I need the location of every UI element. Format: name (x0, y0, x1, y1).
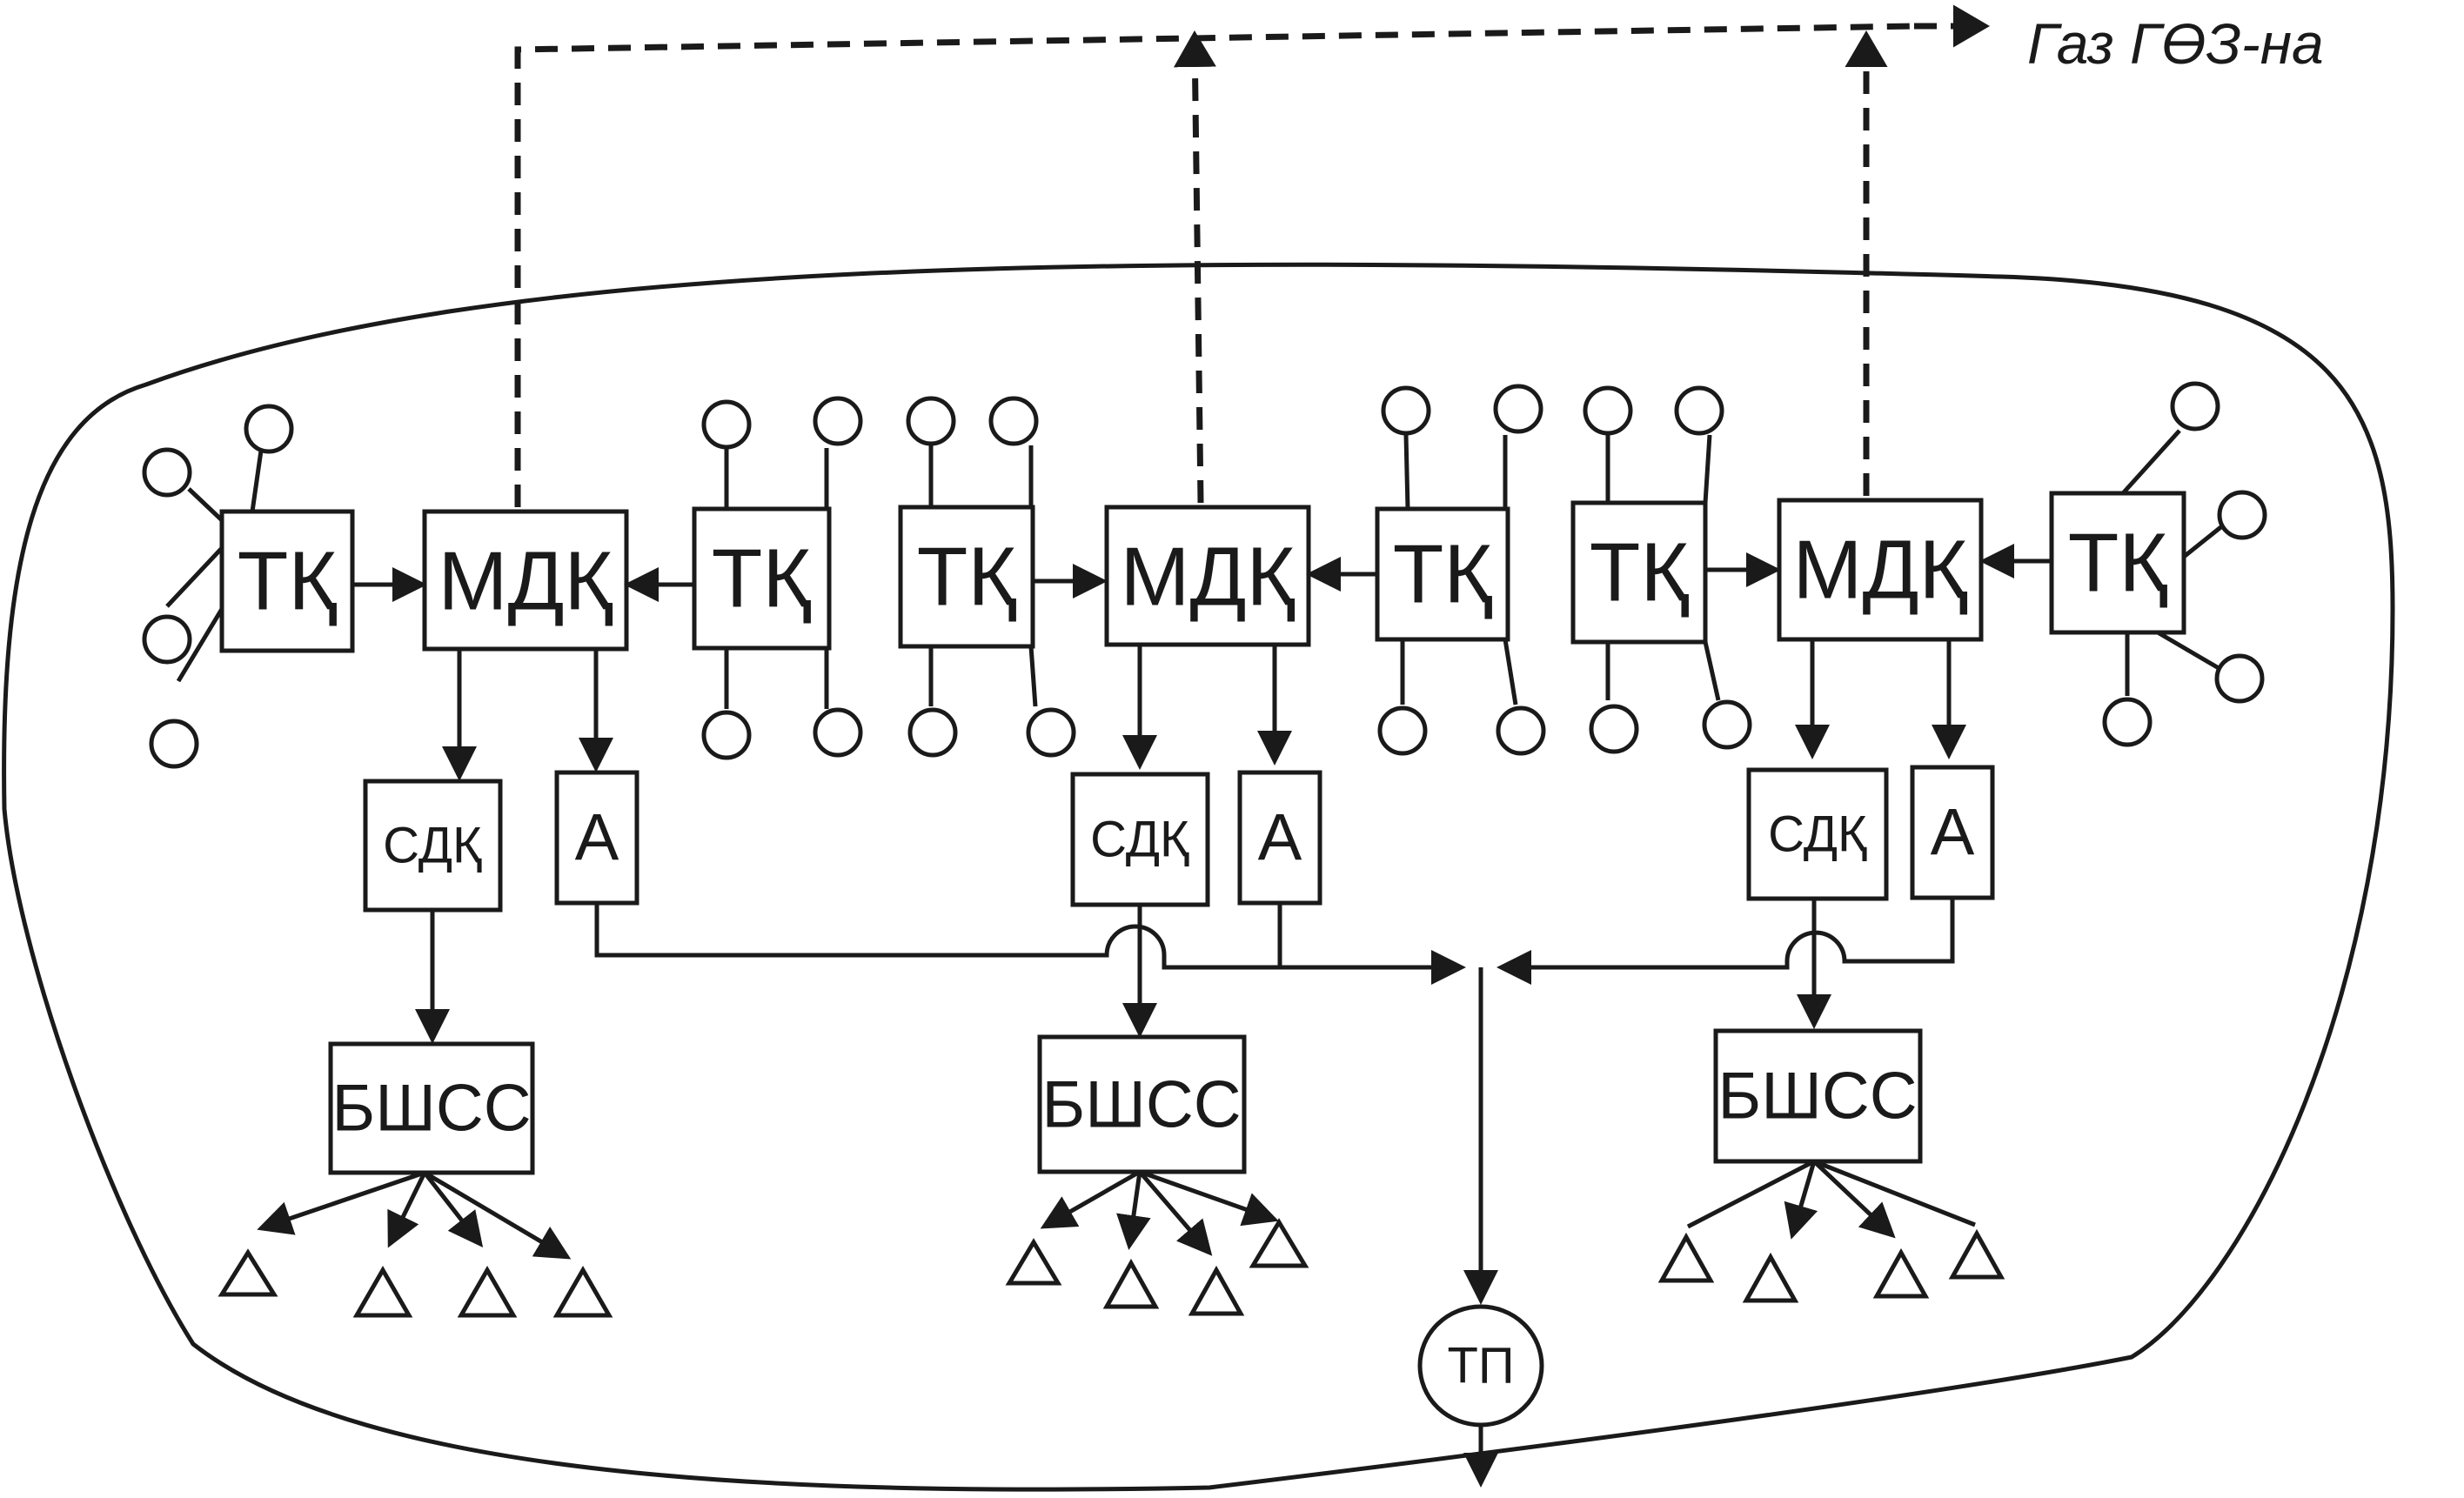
consumer-triangle-icon (1005, 1238, 1062, 1286)
a-label: А (1258, 801, 1302, 875)
field-boundary (2, 262, 2395, 1492)
tk-box-4 (1375, 506, 1510, 642)
consumer-triangle-icon (1102, 1258, 1160, 1309)
a-label: А (1931, 796, 1975, 870)
well-icon (149, 719, 199, 769)
well-icon (142, 447, 192, 498)
tk-label: ТҚ (1393, 528, 1493, 621)
consumer-triangle-icon (552, 1265, 613, 1318)
tk-label: ТҚ (917, 531, 1017, 624)
sdk-box-3 (1746, 767, 1889, 901)
well-icon (2217, 490, 2267, 540)
mdk-label: МДҚ (1793, 524, 1968, 617)
a-label: А (575, 801, 619, 875)
tk-box-3 (898, 505, 1035, 649)
mdk-box-2 (1104, 505, 1311, 647)
gas-lines (514, 4, 1990, 507)
consumer-triangle-icon (352, 1265, 413, 1318)
sdk-label: СДҚ (1768, 806, 1867, 863)
consumer-triangle-icon (1249, 1218, 1309, 1268)
consumer-triangle-icon (1742, 1252, 1799, 1303)
tk-box-5 (1570, 500, 1708, 645)
consumer-triangle-icon (1657, 1232, 1715, 1283)
sdk-label: СДҚ (1090, 812, 1189, 868)
well-icon (701, 710, 752, 760)
a-box-2 (1237, 770, 1322, 906)
well-icon (2214, 653, 2265, 704)
bshss-label: БШСС (331, 1072, 531, 1146)
tk-label: ТҚ (1590, 526, 1690, 619)
cluster-1: ТҚ МДҚ ТҚ СДҚ А БШСС (142, 396, 863, 1318)
well-icon (1589, 704, 1639, 754)
well-icon (813, 707, 863, 758)
well-icon (1381, 385, 1431, 436)
consumer-triangle-icon (1188, 1265, 1245, 1316)
cluster-3: ТҚ МДҚ ТҚ СДҚ А БШСС (1570, 381, 2267, 1303)
mdk-box-1 (422, 509, 629, 652)
tp-label: ТП (1447, 1338, 1514, 1394)
well-icon (1496, 706, 1546, 756)
well-icon (906, 396, 956, 446)
well-icon (142, 614, 192, 665)
well-icon (1026, 707, 1076, 758)
product-lines (594, 898, 1955, 1488)
tk-box-1 (219, 509, 355, 653)
tp-node (1417, 1304, 1544, 1428)
a-box-1 (554, 770, 639, 906)
mdk-label: МДҚ (1121, 531, 1296, 624)
mdk-label: МДҚ (439, 535, 613, 628)
well-icon (813, 396, 863, 446)
well-icon (907, 707, 958, 758)
tk-box-2 (692, 506, 832, 651)
well-icon (1493, 384, 1543, 434)
well-icon (2170, 381, 2220, 431)
well-icon (701, 399, 752, 450)
sdk-label: СДҚ (383, 818, 482, 874)
well-icon (988, 396, 1039, 446)
well-icon (1583, 385, 1633, 436)
well-icon (1702, 699, 1752, 750)
gas-output-label: Газ ГӨЗ-на (2027, 11, 2324, 76)
bshss-box-3 (1713, 1028, 1923, 1164)
well-icon (1377, 706, 1428, 756)
tk-label: ТҚ (712, 532, 812, 625)
bshss-box-1 (328, 1041, 535, 1175)
bshss-label: БШСС (1717, 1060, 1917, 1134)
consumer-triangle-icon (218, 1248, 278, 1297)
sdk-box-2 (1070, 772, 1210, 907)
bshss-label: БШСС (1041, 1068, 1241, 1142)
consumer-triangle-icon (457, 1265, 518, 1318)
cluster-2: ТҚ МДҚ ТҚ СДҚ А БШСС (898, 384, 1546, 1316)
tk-label: ТҚ (2068, 517, 2168, 610)
consumer-triangle-icon (1948, 1228, 2005, 1280)
consumer-triangle-icon (1872, 1247, 1930, 1299)
tk-box-6 (2049, 491, 2186, 635)
well-icon (1674, 385, 1724, 436)
tk-label: ТҚ (238, 535, 338, 628)
well-icon (2102, 697, 2153, 747)
well-icon (244, 404, 294, 454)
